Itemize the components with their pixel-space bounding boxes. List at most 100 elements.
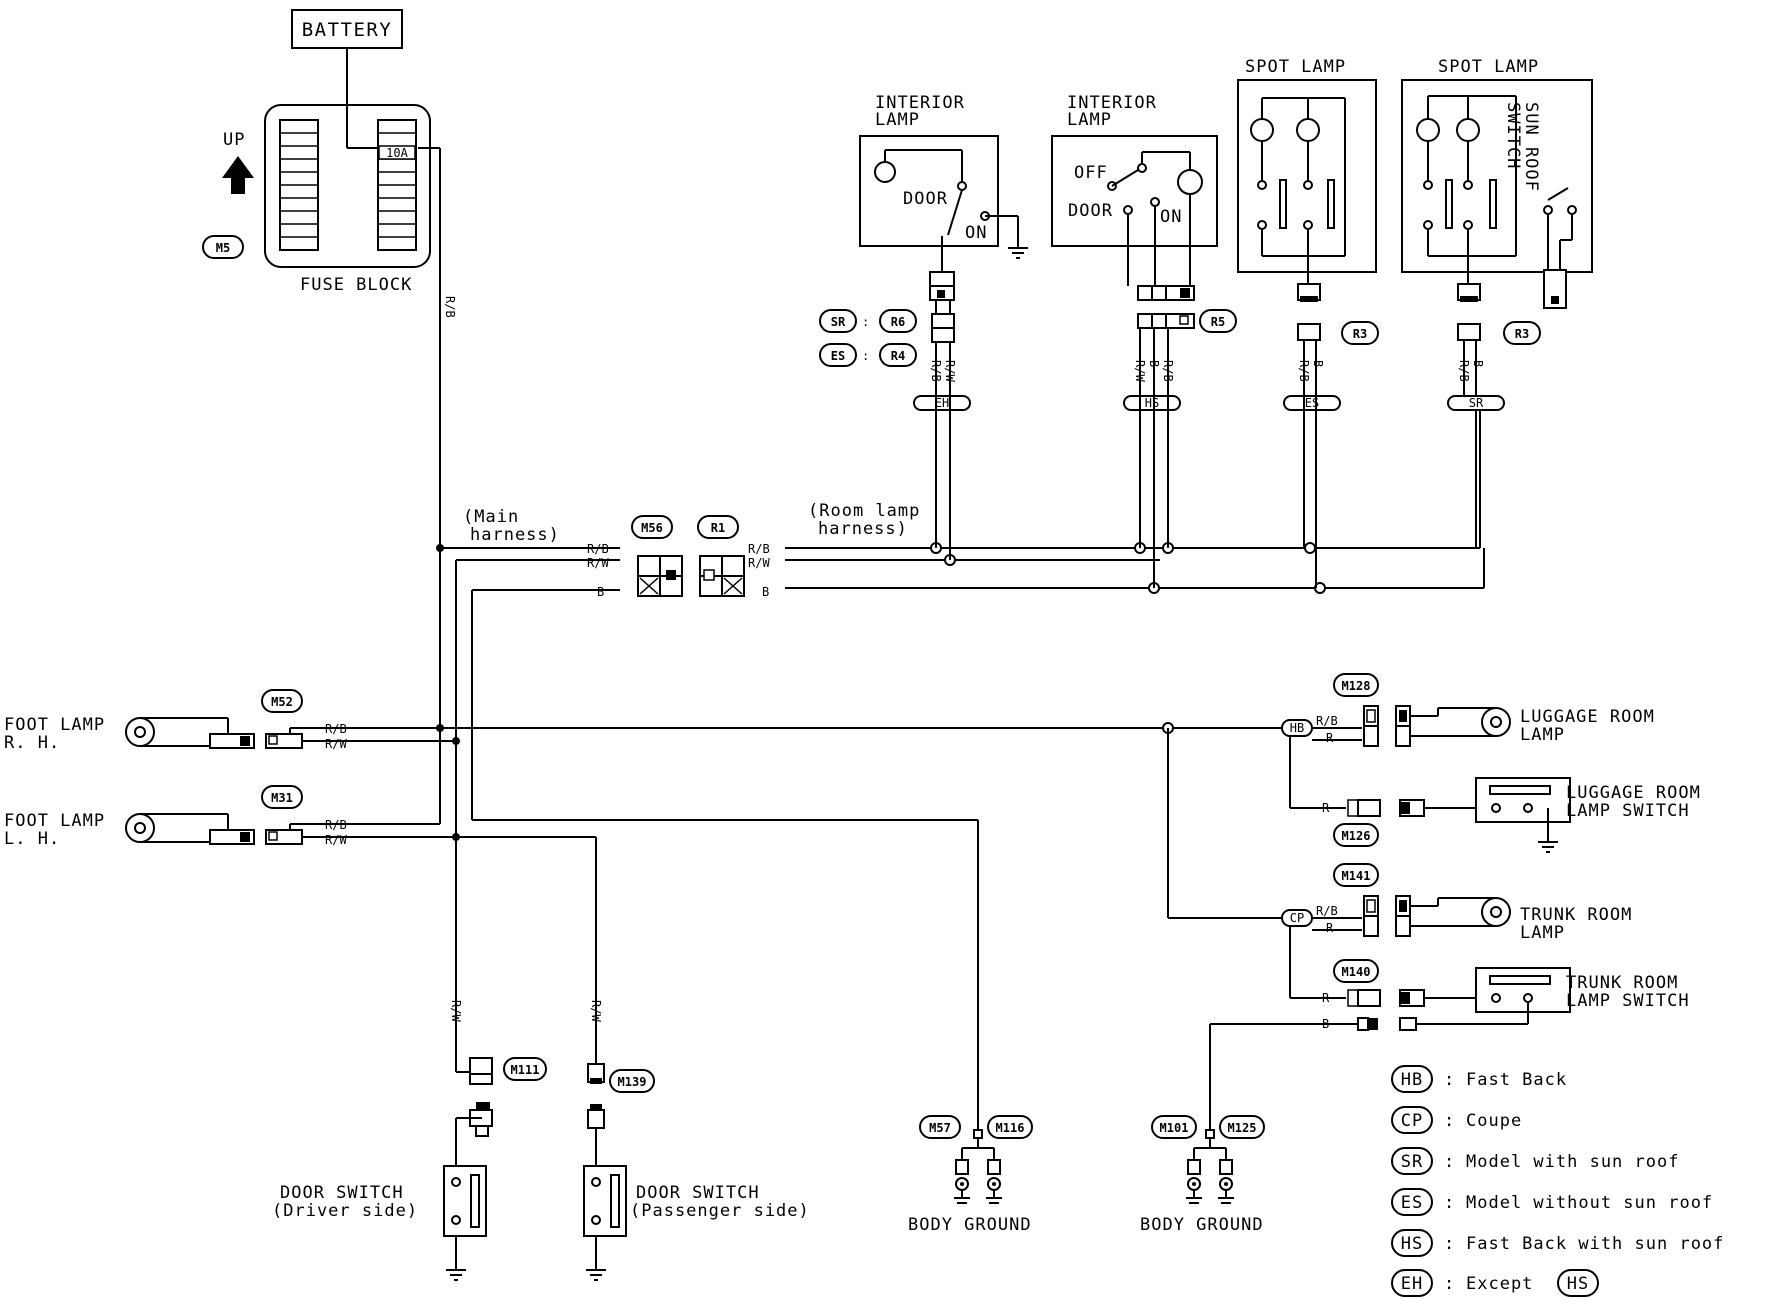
svg-text:B: B: [1311, 360, 1325, 367]
svg-text:SPOT LAMP: SPOT LAMP: [1438, 57, 1539, 77]
trunk-room-lamp-switch: TRUNK ROOM LAMP SWITCH: [1475, 967, 1690, 1024]
svg-text:M140: M140: [1342, 965, 1371, 979]
svg-text:R/B: R/B: [325, 818, 347, 832]
svg-text:R/B: R/B: [929, 360, 943, 382]
svg-text:R/B: R/B: [1316, 904, 1338, 918]
svg-text:ES: ES: [1401, 1193, 1423, 1213]
svg-text:Coupe: Coupe: [1466, 1111, 1522, 1131]
svg-text:DOOR SWITCH: DOOR SWITCH: [636, 1183, 760, 1203]
connector-m56: M56: [631, 515, 683, 597]
svg-text:harness): harness): [818, 519, 908, 539]
svg-text:M111: M111: [511, 1063, 540, 1077]
svg-text:R6: R6: [891, 315, 905, 329]
svg-text:FOOT LAMP: FOOT LAMP: [4, 715, 105, 735]
svg-text:B: B: [597, 585, 604, 599]
svg-text:ON: ON: [965, 223, 987, 243]
svg-text:R/B: R/B: [325, 722, 347, 736]
svg-text::: :: [1444, 1193, 1455, 1213]
spot-lamp-2: SPOT LAMP SUN ROOF SWITCH: [1401, 57, 1593, 273]
svg-text:Model without sun roof: Model without sun roof: [1466, 1193, 1713, 1213]
svg-text:(Driver side): (Driver side): [272, 1201, 418, 1221]
svg-text:M126: M126: [1342, 829, 1371, 843]
svg-text:Except: Except: [1466, 1274, 1533, 1294]
svg-text:UP: UP: [223, 130, 245, 150]
svg-text:LUGGAGE ROOM: LUGGAGE ROOM: [1520, 707, 1655, 727]
legend-item-es: ES : Model without sun roof: [1391, 1188, 1713, 1216]
svg-text:BATTERY: BATTERY: [302, 19, 393, 41]
svg-text:INTERIOR: INTERIOR: [875, 93, 965, 113]
svg-text:HS: HS: [1401, 1234, 1423, 1254]
spot-lamp-1: SPOT LAMP: [1237, 57, 1377, 273]
interior-lamp-2: INTERIOR LAMP OFF DOOR ON: [1051, 93, 1218, 286]
svg-text:R4: R4: [891, 349, 905, 363]
svg-text:DOOR: DOOR: [903, 189, 948, 209]
svg-text::: :: [862, 315, 869, 329]
connector-m101: M101: [1151, 1115, 1197, 1139]
svg-text:R: R: [1326, 921, 1334, 935]
door-switch-passenger: DOOR SWITCH (Passenger side): [583, 1165, 809, 1237]
option-tag-sr-spot: SR: [1447, 395, 1505, 411]
svg-text:SR: SR: [831, 315, 846, 329]
svg-text:R/B: R/B: [1316, 714, 1338, 728]
svg-text:EH: EH: [1401, 1274, 1423, 1294]
body-ground-2: M101 M125 BODY GROUND: [1140, 1115, 1265, 1235]
svg-text:LAMP: LAMP: [875, 110, 920, 130]
foot-lamp-lh: FOOT LAMP L. H.: [4, 811, 303, 849]
option-tag-sr: SR: [819, 309, 857, 333]
svg-text:ON: ON: [1160, 207, 1182, 227]
sun-roof-switch-label: SUN ROOF: [1521, 102, 1541, 192]
svg-text:R/W: R/W: [589, 1000, 603, 1022]
svg-text:SPOT LAMP: SPOT LAMP: [1245, 57, 1346, 77]
svg-text:INTERIOR: INTERIOR: [1067, 93, 1157, 113]
connector-m116: M116: [987, 1115, 1033, 1139]
svg-text:ES: ES: [831, 349, 845, 363]
luggage-room-lamp: LUGGAGE ROOM LAMP: [1410, 707, 1655, 745]
svg-text:M31: M31: [271, 791, 293, 805]
option-tag-cp: CP: [1281, 909, 1313, 927]
svg-text:HS: HS: [1145, 396, 1159, 410]
svg-text:B: B: [762, 585, 769, 599]
foot-lamp-rh: FOOT LAMP R. H.: [4, 715, 303, 753]
connector-m57: M57: [919, 1115, 961, 1139]
svg-text:Model with sun roof: Model with sun roof: [1466, 1152, 1679, 1172]
svg-text:M52: M52: [271, 695, 293, 709]
fuse-block-label: FUSE BLOCK: [300, 275, 412, 295]
svg-text:Fast Back: Fast Back: [1466, 1070, 1567, 1090]
svg-text:R/B: R/B: [1457, 360, 1471, 382]
connector-r1: R1: [697, 515, 745, 597]
legend-item-eh: EH : Except HS: [1391, 1269, 1599, 1297]
svg-text:R/W: R/W: [325, 737, 347, 751]
svg-text:(Room lamp: (Room lamp: [808, 501, 920, 521]
connector-r3-1: R3: [1341, 321, 1379, 345]
svg-text:Fast Back with sun roof: Fast Back with sun roof: [1466, 1234, 1724, 1254]
svg-text:R: R: [1322, 991, 1330, 1005]
svg-text:R: R: [1326, 731, 1334, 745]
svg-text:SR: SR: [1469, 396, 1484, 410]
svg-text:M57: M57: [929, 1121, 951, 1135]
connector-m5: M5: [202, 235, 244, 259]
connector-r4: R4: [879, 343, 917, 367]
connector-m140: M140: [1333, 959, 1379, 983]
ground-symbol-driver-switch: [446, 1269, 466, 1281]
svg-text:CP: CP: [1290, 911, 1304, 925]
svg-text:R1: R1: [711, 521, 725, 535]
ground-symbol: [1008, 247, 1028, 259]
svg-text:(Main: (Main: [463, 507, 519, 527]
option-tag-es: ES: [819, 343, 857, 367]
svg-text:LAMP: LAMP: [1520, 923, 1565, 943]
svg-text:CP: CP: [1401, 1111, 1423, 1131]
svg-text:M141: M141: [1342, 869, 1371, 883]
body-ground-1: M57 M116 BODY GROUND: [908, 1115, 1033, 1235]
svg-text:B: B: [1471, 360, 1485, 367]
svg-text:R/W: R/W: [748, 556, 770, 570]
up-arrow-icon: UP: [222, 130, 254, 194]
svg-text:LAMP: LAMP: [1520, 725, 1565, 745]
svg-text:DOOR SWITCH: DOOR SWITCH: [280, 1183, 404, 1203]
svg-text:DOOR: DOOR: [1068, 201, 1113, 221]
svg-text::: :: [1444, 1111, 1455, 1131]
svg-text::: :: [1444, 1152, 1455, 1172]
svg-text:R/B: R/B: [587, 542, 609, 556]
svg-text:BODY GROUND: BODY GROUND: [1140, 1215, 1264, 1235]
svg-text:LAMP SWITCH: LAMP SWITCH: [1566, 991, 1690, 1011]
